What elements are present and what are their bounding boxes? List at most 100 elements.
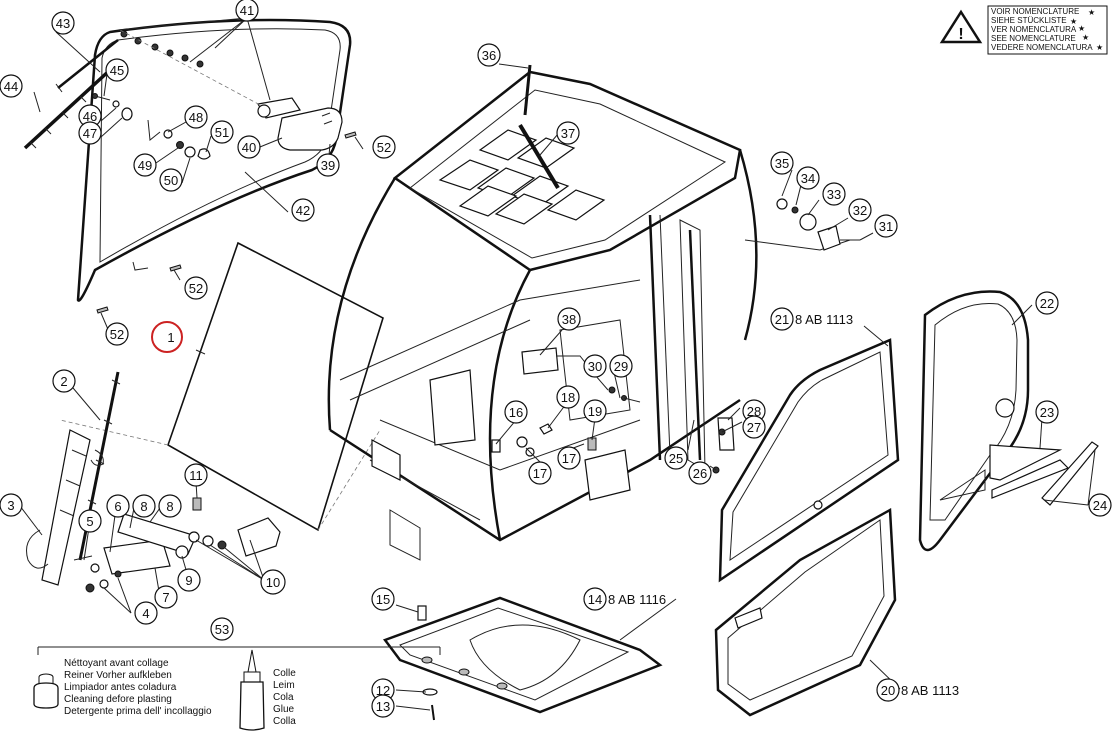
callout-27: 27 (742, 415, 766, 439)
callout-23-label: 23 (1040, 405, 1054, 420)
callout-37-label: 37 (561, 126, 575, 141)
callout-3-label: 3 (7, 498, 14, 513)
callout-42: 42 (291, 198, 315, 222)
callout-7-label: 7 (162, 590, 169, 605)
callout-51: 51 (210, 120, 234, 144)
callout-37: 37 (556, 121, 580, 145)
callout-10-label: 10 (266, 575, 280, 590)
callout-20-label: 20 (881, 683, 895, 698)
callout-11-label: 11 (189, 468, 203, 483)
callout-52-label: 52 (110, 327, 124, 342)
callout-32: 32 (848, 198, 872, 222)
callout-20-reference: 8 AB 1113 (901, 683, 959, 698)
notice-line: SEE NOMENCLATURE (991, 34, 1076, 43)
callout-42-label: 42 (296, 203, 310, 218)
callout-51-label: 51 (215, 125, 229, 140)
callout-46-label: 46 (83, 109, 97, 124)
callout-17-label: 17 (562, 451, 576, 466)
wiper-small-parts (92, 93, 211, 160)
callout-38-label: 38 (562, 312, 576, 327)
callout-8-label: 8 (140, 499, 147, 514)
legend-glue-line: Cola (273, 692, 294, 703)
callout-49: 49 (133, 153, 157, 177)
callout-8b: 8 (158, 494, 182, 518)
callout-10: 10 (260, 569, 286, 595)
callout-6: 6 (106, 494, 130, 518)
legend-cleaner-line: Limpiador antes coladura (64, 682, 177, 693)
rear-glass-frame (76, 18, 352, 302)
callout-52a: 52 (372, 135, 396, 159)
star-icon: ★ (1096, 43, 1103, 52)
callout-47-label: 47 (83, 126, 97, 141)
legend-cleaner-line: Detergente prima dell' incollaggio (64, 706, 212, 717)
callout-22: 22 (1035, 291, 1059, 315)
callout-45-label: 45 (110, 63, 124, 78)
callout-14: 14 8 AB 1116 (583, 587, 666, 611)
legend-glue-line: Glue (273, 704, 295, 715)
callout-25: 25 (664, 446, 688, 470)
callout-41: 41 (235, 0, 259, 22)
callout-2: 2 (52, 369, 76, 393)
clip-icon (344, 131, 357, 139)
legend-glue-line: Leim (273, 680, 295, 691)
mirror-mount-parts (776, 198, 860, 251)
callout-39-label: 39 (321, 158, 335, 173)
callout-23: 23 (1035, 400, 1059, 424)
callout-8a: 8 (132, 494, 156, 518)
callout-36-label: 36 (482, 48, 496, 63)
callout-9-label: 9 (185, 573, 192, 588)
callout-53: 53 (210, 617, 234, 641)
callout-8-label: 8 (166, 499, 173, 514)
callout-17b: 17 (557, 446, 581, 470)
callout-13-label: 13 (376, 699, 390, 714)
callout-33-label: 33 (827, 187, 841, 202)
callout-21-reference: 8 AB 1113 (795, 312, 853, 327)
callout-24-label: 24 (1093, 498, 1107, 513)
callout-40-label: 40 (242, 140, 256, 155)
callout-49-label: 49 (138, 158, 152, 173)
callout-52-label: 52 (189, 281, 203, 296)
callout-48: 48 (184, 105, 208, 129)
warning-triangle-icon (939, 9, 983, 44)
callout-50-label: 50 (164, 173, 178, 188)
star-icon: ★ (1078, 24, 1085, 33)
callout-9: 9 (177, 568, 201, 592)
callout-19-label: 19 (588, 404, 602, 419)
callout-12-label: 12 (376, 683, 390, 698)
callout-52-label: 52 (377, 140, 391, 155)
roof-wiper (518, 64, 560, 190)
callout-18-label: 18 (561, 390, 575, 405)
callout-36: 36 (477, 43, 501, 67)
callout-33: 33 (822, 182, 846, 206)
svg-text:!: ! (958, 26, 963, 43)
star-icon: ★ (1082, 33, 1089, 42)
notice-line: VER NOMENCLATURA (991, 25, 1077, 34)
callout-25-label: 25 (669, 451, 683, 466)
callout-1-label: 1 (167, 330, 174, 345)
callout-22-label: 22 (1040, 296, 1054, 311)
callout-18: 18 (556, 385, 580, 409)
door-21 (718, 338, 900, 583)
callout-40: 40 (237, 135, 261, 159)
rear-wiper-arm (23, 39, 119, 150)
callout-48-label: 48 (189, 110, 203, 125)
callout-14-reference: 8 AB 1116 (608, 592, 666, 607)
callout-31: 31 (874, 214, 898, 238)
callout-29-label: 29 (614, 359, 628, 374)
cab-frame (327, 70, 851, 561)
callout-15-label: 15 (376, 592, 390, 607)
callout-4: 4 (134, 601, 158, 625)
callout-28-label: 28 (747, 404, 761, 419)
callout-35: 35 (770, 151, 794, 175)
callout-39: 39 (316, 153, 340, 177)
callout-31-label: 31 (879, 219, 893, 234)
legend-glue-line: Colla (273, 716, 296, 727)
callout-labels: 43 41 44 45 46 47 48 51 40 49 50 39 52 4… (0, 0, 1112, 718)
legend-cleaner-line: Néttoyant avant collage (64, 658, 169, 669)
callout-1: 1 (151, 321, 183, 353)
glass-strips (989, 441, 1099, 506)
callout-2-label: 2 (60, 374, 67, 389)
callout-16: 16 (504, 400, 528, 424)
callout-16-label: 16 (509, 405, 523, 420)
